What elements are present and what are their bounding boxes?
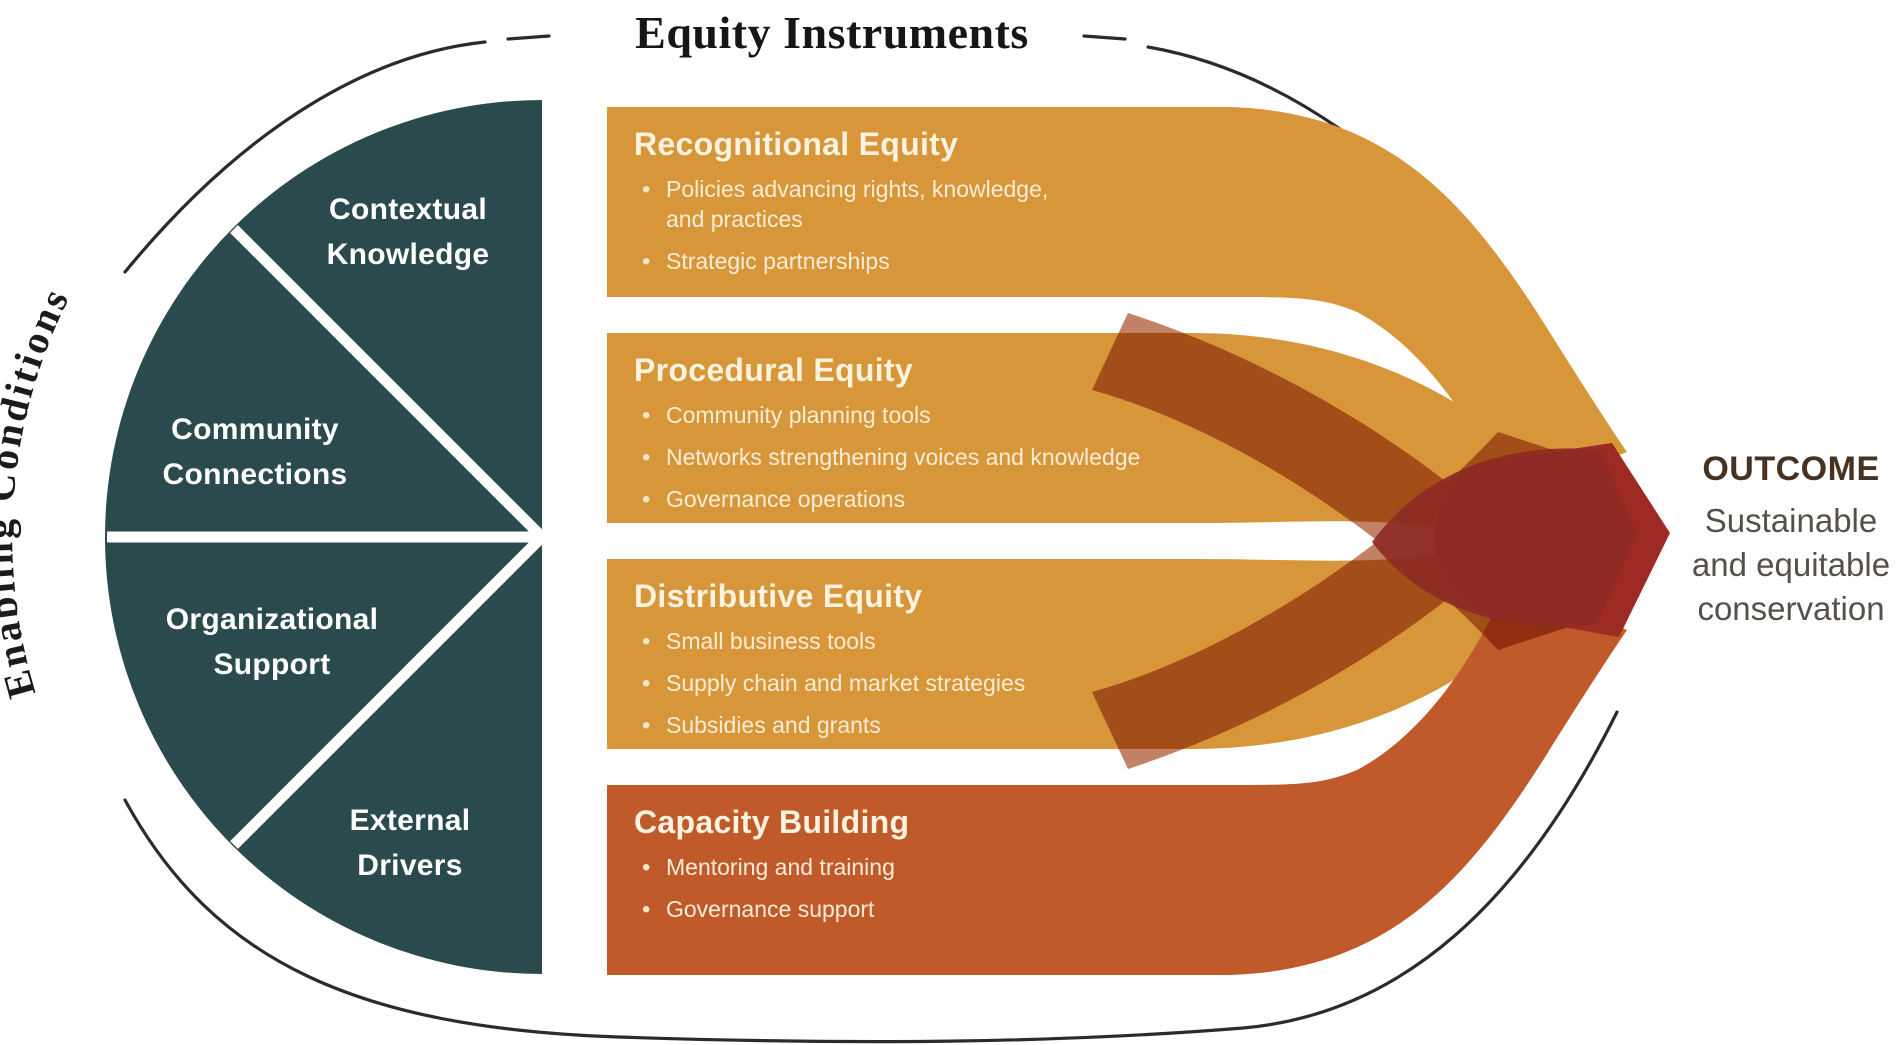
outcome-label: OUTCOME bbox=[1702, 450, 1880, 488]
sector-dividers-group bbox=[107, 225, 546, 849]
outcome-description: Sustainable and equitable conservation bbox=[1691, 502, 1891, 627]
band-bullet: Supply chain and market strategies bbox=[634, 668, 1174, 699]
band-bullet-list: Community planning tools Networks streng… bbox=[634, 400, 1174, 515]
sector-label-organizational-support: Organizational Support bbox=[165, 603, 379, 681]
band-bullet-list: Policies advancing rights, knowledge, an… bbox=[634, 174, 1174, 277]
sector-label-contextual-knowledge: Contextual Knowledge bbox=[326, 193, 490, 271]
band-title: Capacity Building bbox=[634, 804, 910, 840]
sector-label-community-connections: Community Connections bbox=[162, 413, 348, 491]
band-bullet: Governance support bbox=[634, 894, 1174, 925]
band-bullet: Policies advancing rights, knowledge, an… bbox=[634, 174, 1066, 235]
band-bullet-list: Small business tools Supply chain and ma… bbox=[634, 626, 1174, 741]
divider-lower-diagonal bbox=[230, 533, 546, 849]
band-bullet-list: Mentoring and training Governance suppor… bbox=[634, 852, 1174, 925]
band-title: Recognitional Equity bbox=[634, 126, 959, 162]
enabling-conditions-curved-label: Enabling Conditions bbox=[0, 279, 79, 703]
band-bullet: Subsidies and grants bbox=[634, 710, 1174, 741]
band-capacity-building: Capacity Building Mentoring and training… bbox=[634, 804, 1174, 937]
sector-label-external-drivers: External Drivers bbox=[349, 804, 471, 882]
band-bullet: Strategic partnerships bbox=[634, 246, 1174, 277]
outcome-block: OUTCOME Sustainable and equitable conser… bbox=[1671, 450, 1900, 631]
band-bullet: Mentoring and training bbox=[634, 852, 1174, 883]
page-title: Equity Instruments bbox=[635, 7, 1029, 58]
bracket-top-left-dash bbox=[506, 34, 551, 41]
band-recognitional-equity: Recognitional Equity Policies advancing … bbox=[634, 126, 1174, 289]
bracket-top-right-dash bbox=[1082, 34, 1127, 41]
bracket-bottom-curve bbox=[123, 710, 1619, 1044]
bracket-top-left-curve bbox=[123, 40, 487, 274]
band-title: Procedural Equity bbox=[634, 352, 913, 388]
enabling-conditions-text: Enabling Conditions bbox=[0, 279, 76, 703]
merge-lens bbox=[1372, 448, 1637, 627]
band-bullet: Community planning tools bbox=[634, 400, 1174, 431]
band-procedural-equity: Procedural Equity Community planning too… bbox=[634, 352, 1174, 527]
band-bullet: Networks strengthening voices and knowle… bbox=[634, 442, 1174, 473]
band-title: Distributive Equity bbox=[634, 578, 923, 614]
divider-upper-diagonal bbox=[230, 225, 546, 541]
band-distributive-equity: Distributive Equity Small business tools… bbox=[634, 578, 1174, 753]
band-bullet: Small business tools bbox=[634, 626, 1174, 657]
band-bullet: Governance operations bbox=[634, 484, 1174, 515]
